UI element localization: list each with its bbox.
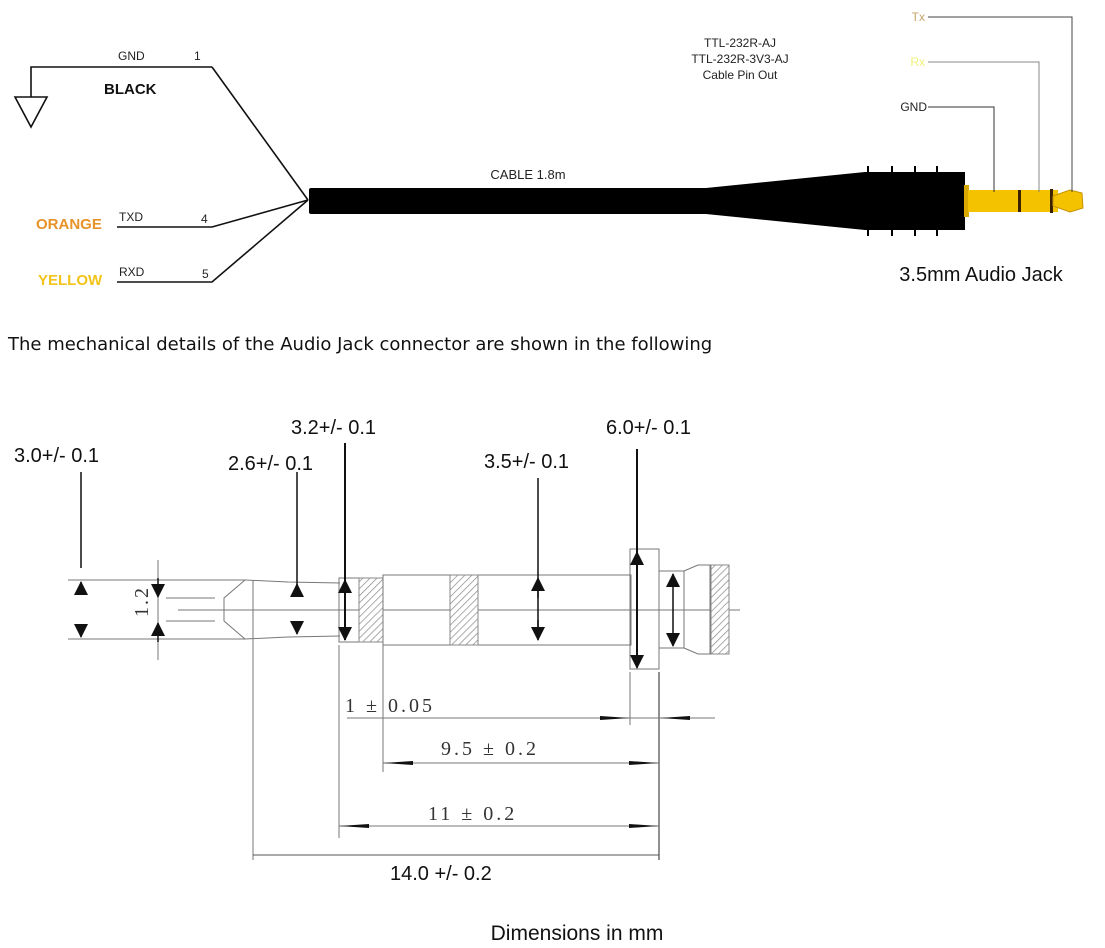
collar	[629, 548, 660, 670]
dim-14-mm: 14.0 +/- 0.2	[253, 854, 659, 885]
insulator-ring-1	[358, 577, 384, 643]
dim-3-0: 3.0+/- 0.1	[14, 445, 99, 638]
dim-6-0: 6.0+/- 0.1	[606, 417, 691, 669]
wire-signal-gnd: GND	[118, 49, 145, 63]
pinout-title-line-1: TTL-232R-AJ	[704, 36, 776, 50]
dim-label-1-2: 1.2	[131, 586, 153, 617]
dim-label-3-2: 3.2+/- 0.1	[291, 417, 376, 439]
units-caption: Dimensions in mm	[491, 922, 664, 945]
jack-label: 3.5mm Audio Jack	[899, 264, 1063, 286]
dim-9-5-mm: 9.5 ± 0.2	[383, 738, 659, 765]
dim-label-2-6: 2.6+/- 0.1	[228, 453, 313, 475]
contact-line-gnd	[928, 106, 995, 192]
wire-gnd	[211, 66, 309, 201]
audio-plug	[964, 185, 1084, 217]
dim-2-6: 2.6+/- 0.1	[228, 453, 313, 635]
pinout-title-line-2: TTL-232R-3V3-AJ	[691, 52, 788, 66]
wire-signal-rxd: RXD	[119, 265, 145, 279]
contact-label-tx: Tx	[912, 10, 925, 24]
jack-overmold	[706, 172, 965, 230]
wire-color-orange: ORANGE	[36, 216, 102, 233]
dim-1-mm: 1 ± 0.05	[345, 695, 715, 720]
intro-text: The mechanical details of the Audio Jack…	[7, 334, 712, 355]
insulator-ring-2	[449, 574, 479, 646]
ground-symbol-icon	[13, 66, 212, 129]
wire-signal-txd: TXD	[119, 210, 143, 224]
mechanical-drawing: 3.0+/- 0.1 1.2 2.6+/- 0.1 3.2+/- 0.1 3.5…	[14, 417, 740, 945]
cable-body	[309, 188, 599, 214]
pinout-title-line-3: Cable Pin Out	[703, 68, 778, 82]
dim-label-11: 11 ± 0.2	[428, 803, 517, 825]
insulator-ring-3	[710, 564, 730, 655]
dim-label-14: 14.0 +/- 0.2	[390, 863, 492, 885]
wire-txd	[117, 199, 309, 228]
contact-label-gnd: GND	[900, 100, 927, 114]
wire-color-yellow: YELLOW	[38, 272, 103, 289]
contact-line-tx	[928, 16, 1073, 192]
wire-rxd	[117, 199, 309, 283]
dim-3-5: 3.5+/- 0.1	[484, 451, 569, 641]
contact-line-rx	[928, 61, 1040, 192]
dim-11-mm: 11 ± 0.2	[339, 803, 659, 828]
dim-label-6-0: 6.0+/- 0.1	[606, 417, 691, 439]
wire-pin-5: 5	[202, 267, 209, 281]
contact-label-rx: Rx	[910, 55, 925, 69]
dim-1-2: 1.2	[131, 560, 165, 660]
dim-label-3-5: 3.5+/- 0.1	[484, 451, 569, 473]
dim-3-2: 3.2+/- 0.1	[291, 417, 376, 641]
dim-label-9-5: 9.5 ± 0.2	[441, 738, 539, 760]
pinout-diagram: GND 1 BLACK TXD 4 ORANGE RXD 5 YELLOW CA…	[13, 10, 1084, 289]
wire-pin-1: 1	[194, 49, 201, 63]
wire-pin-4: 4	[201, 212, 208, 226]
wire-color-black: BLACK	[104, 81, 157, 98]
cable-label: CABLE 1.8m	[490, 167, 565, 182]
dim-label-1: 1 ± 0.05	[345, 695, 435, 717]
jack-grip-ridges	[867, 166, 938, 236]
dim-label-3-0: 3.0+/- 0.1	[14, 445, 99, 467]
